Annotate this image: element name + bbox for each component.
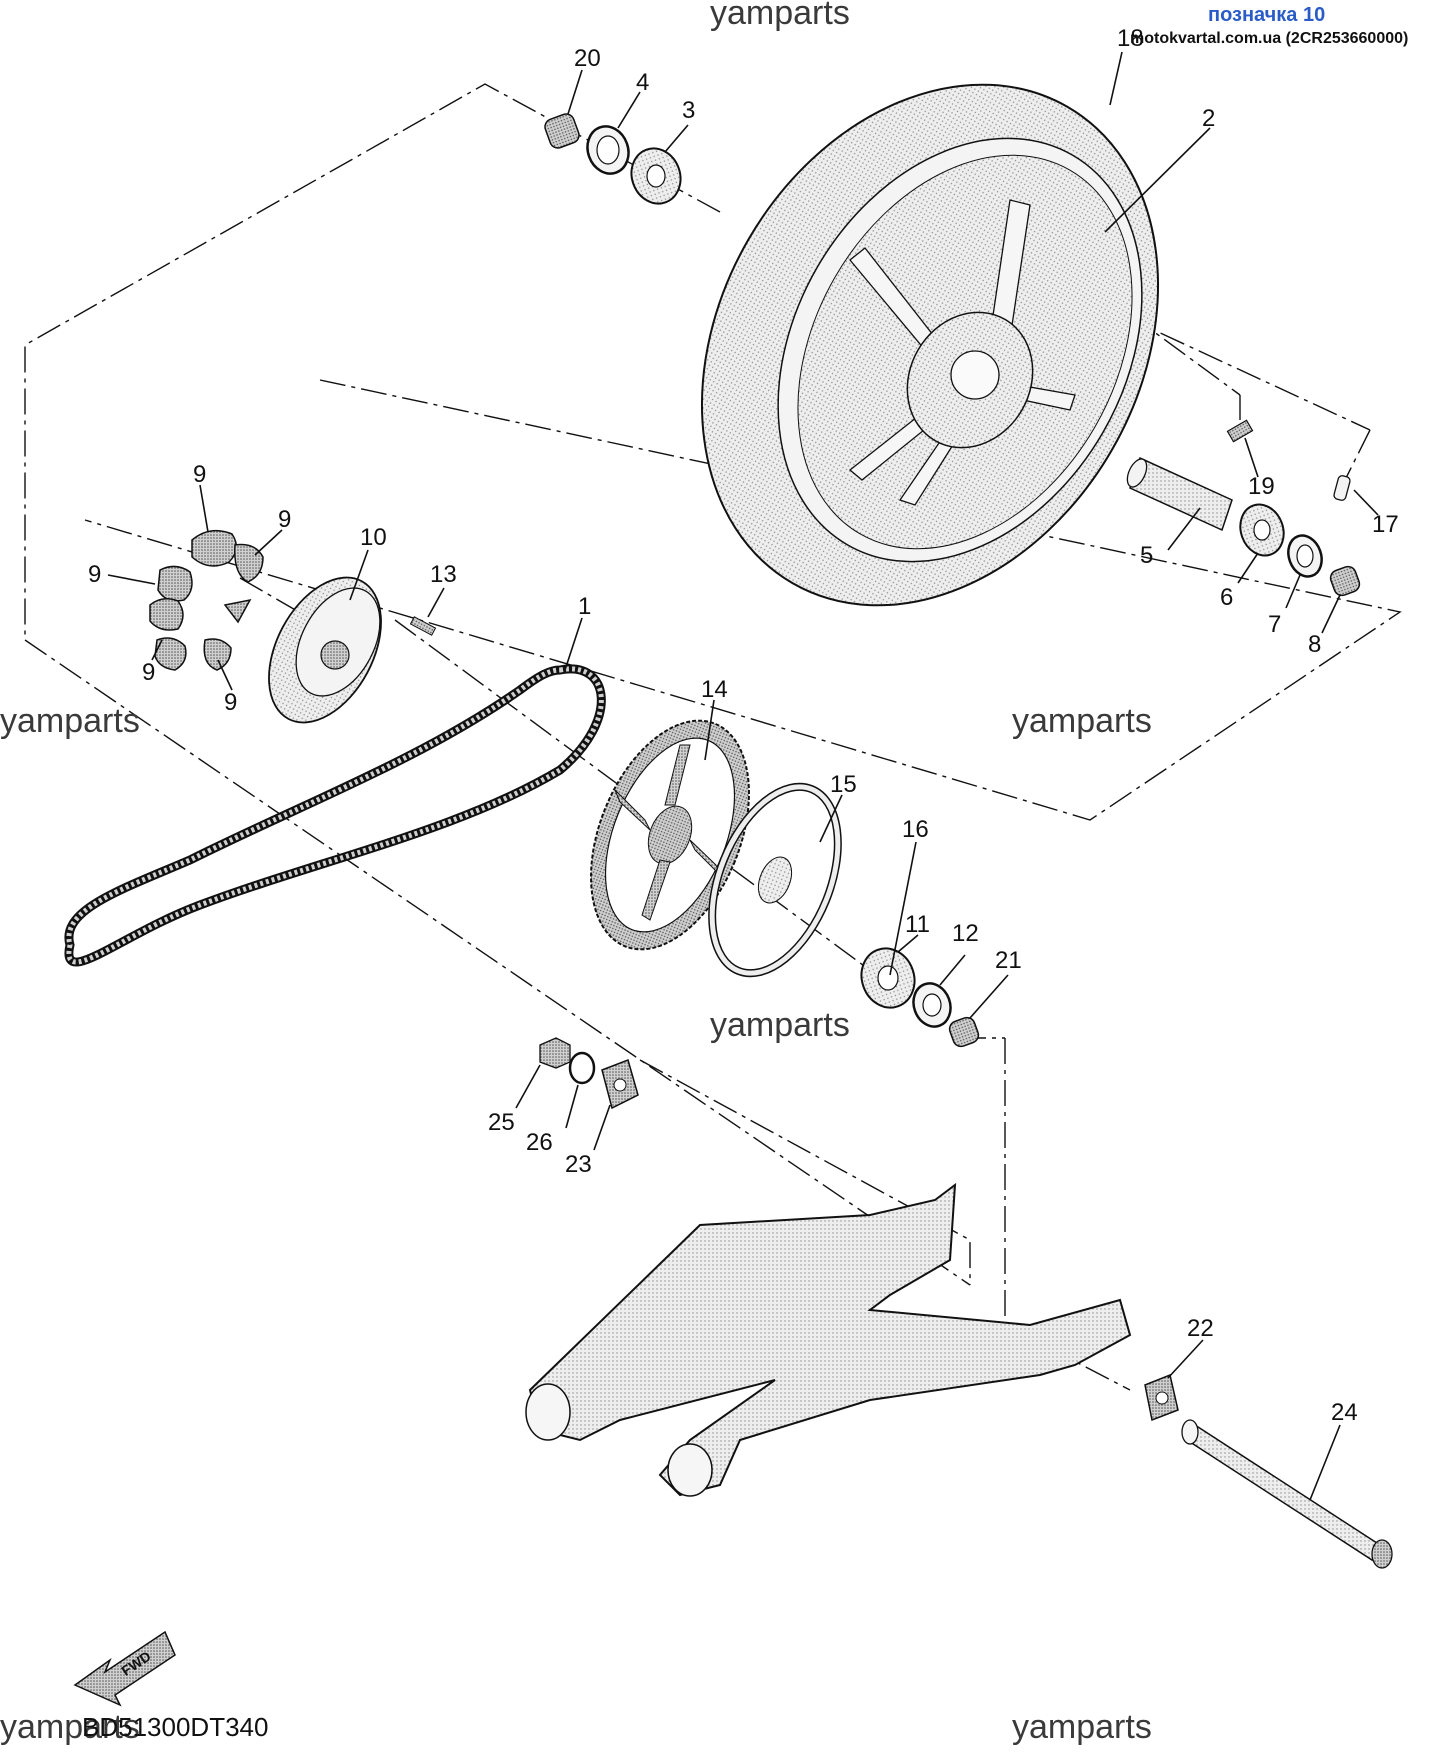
watermark: yamparts [1012,702,1152,740]
callout-10: 10 [360,524,387,551]
callout-2: 2 [1202,105,1215,132]
callout-20: 20 [574,45,601,72]
sprocket-14 [590,719,750,951]
callout-6: 6 [1220,584,1233,611]
callout-19: 19 [1248,473,1275,500]
collar-21 [948,1016,980,1048]
washer-26 [568,1051,596,1085]
callout-24: 24 [1331,1399,1358,1426]
rear-wheel [701,83,1159,607]
callout-21: 21 [995,947,1022,974]
watermark: yamparts [0,1708,140,1746]
collar-20 [544,113,580,149]
position-badge: позначка 10 [1208,4,1326,26]
callout-17: 17 [1372,511,1399,538]
pivot-shaft-24 [1181,1419,1393,1569]
callout-15: 15 [830,771,857,798]
callout-11: 11 [905,911,930,938]
callout-25: 25 [488,1109,515,1136]
callout-14: 14 [701,676,728,703]
diagram-code: BD51300DT340 [82,1712,269,1742]
callout-9b: 9 [278,506,291,533]
callout-22: 22 [1187,1315,1214,1342]
bearing-3 [630,147,682,205]
oil-seal-7 [1287,534,1323,578]
oil-seal-4 [586,125,630,175]
nut-25 [539,1037,571,1069]
watermark: yamparts [0,702,140,740]
watermark: yamparts [710,0,850,32]
shop-reference: motokvartal.com.ua (2CR253660000) [1130,30,1409,47]
bearing-6 [1239,503,1285,557]
callout-1: 1 [578,593,591,620]
callout-9c: 9 [88,561,101,588]
callout-9d: 9 [142,659,155,686]
callout-18: 18 [1117,25,1144,52]
callout-13: 13 [430,561,457,588]
callout-9e: 9 [224,689,237,716]
callout-7: 7 [1268,611,1281,638]
adjuster-plate-22 [1144,1373,1179,1422]
callout-9a: 9 [193,461,206,488]
bolt-13 [409,616,437,636]
callout-16: 16 [902,816,929,843]
watermark: yamparts [710,1006,850,1044]
callout-4: 4 [636,69,649,96]
callout-23: 23 [565,1151,592,1178]
spacer-5 [1126,456,1233,532]
callout-8: 8 [1308,631,1321,658]
damper-rubbers-9 [149,529,264,671]
balance-weight-19 [1226,419,1254,443]
bearing-11 [860,947,916,1009]
adjuster-plate-23 [601,1059,639,1110]
oil-seal-12 [912,982,952,1028]
callout-26: 26 [526,1129,553,1156]
callout-3: 3 [682,97,695,124]
guide-line [24,639,971,1286]
drive-chain-1 [64,664,606,967]
guide-line [969,244,1371,431]
guide-line [1344,429,1371,481]
collar-8 [1329,565,1361,597]
callout-12: 12 [952,920,979,947]
swingarm [525,1182,1132,1497]
clutch-hub-10 [268,576,382,724]
callout-5: 5 [1140,542,1153,569]
valve-17 [1333,475,1351,501]
callout-numbers: 20 4 3 18 2 19 17 5 6 7 8 9 9 9 9 9 10 1… [88,25,1399,1426]
leader-lines [107,51,1379,1501]
plate-15 [708,782,842,978]
fwd-arrow-icon: FWD [73,1630,176,1707]
watermark: yamparts [1012,1708,1152,1746]
